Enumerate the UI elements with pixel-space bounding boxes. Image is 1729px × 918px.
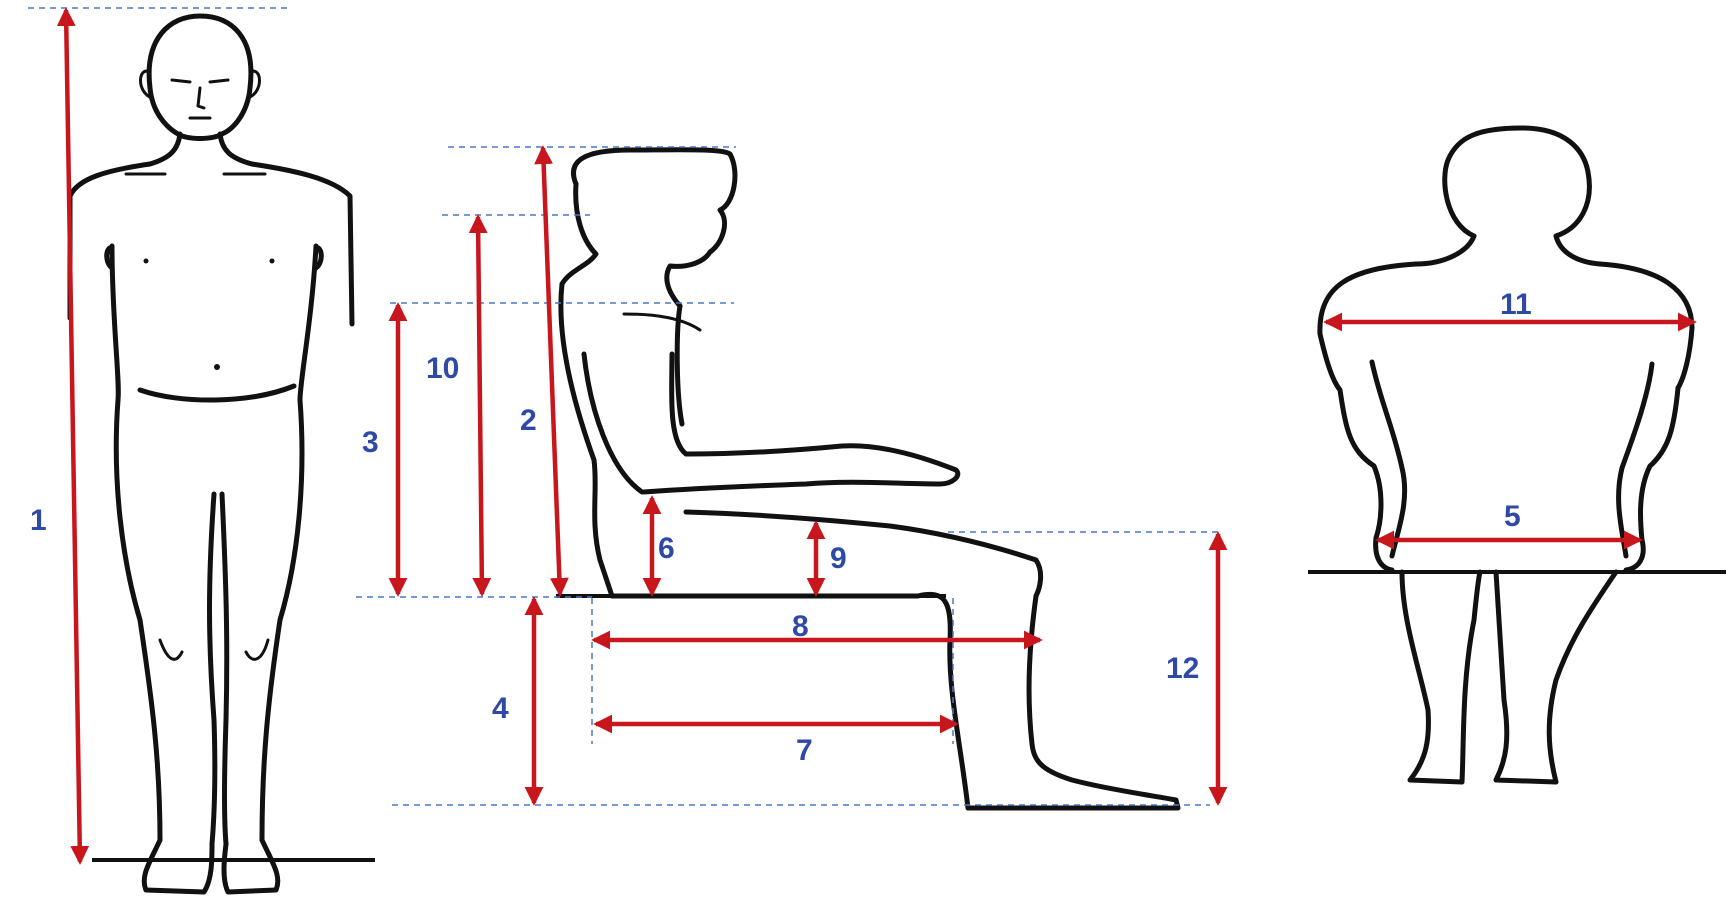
label-4: 4 — [492, 692, 509, 725]
label-6: 6 — [658, 532, 675, 565]
label-3: 3 — [362, 426, 379, 459]
measurement-labels: 1 2 3 4 5 6 7 8 9 10 11 12 — [30, 288, 1532, 767]
arrow-2 — [534, 145, 569, 597]
measurement-arrows — [56, 7, 1697, 865]
label-1: 1 — [30, 504, 47, 537]
label-11: 11 — [1500, 288, 1532, 321]
seated-side-figure — [556, 147, 1181, 811]
label-7: 7 — [796, 734, 813, 767]
label-8: 8 — [792, 610, 809, 643]
seated-back-figure — [1308, 125, 1726, 785]
guide-lines — [28, 7, 1218, 806]
label-5: 5 — [1504, 500, 1521, 533]
label-2: 2 — [520, 404, 537, 437]
arrow-10 — [468, 214, 492, 597]
label-12: 12 — [1166, 652, 1199, 685]
label-10: 10 — [426, 352, 459, 385]
standing-front-figure — [67, 13, 375, 895]
label-9: 9 — [830, 542, 847, 575]
arrow-1 — [56, 7, 90, 865]
